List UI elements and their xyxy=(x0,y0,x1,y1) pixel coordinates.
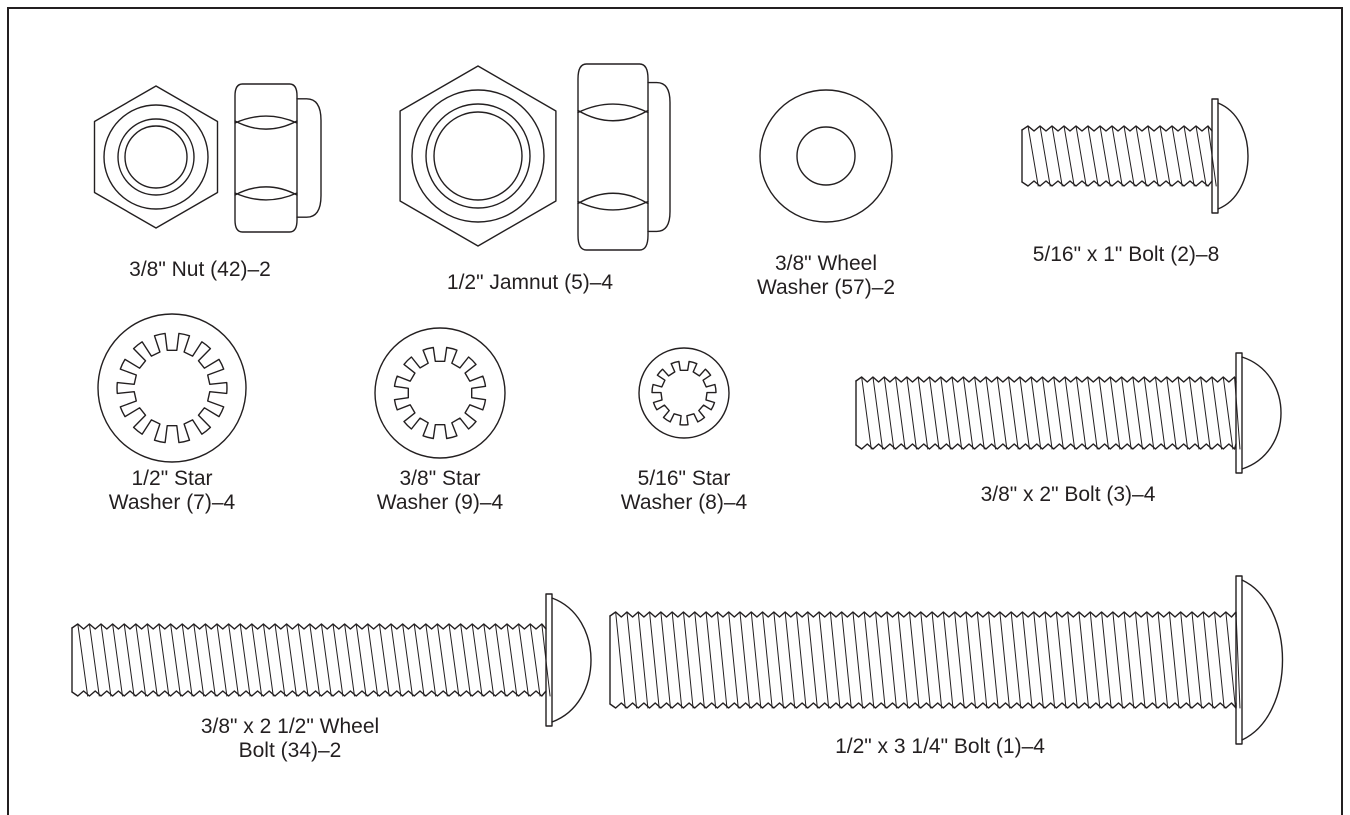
part-label-bolt-38x2: 3/8" x 2" Bolt (3)–4 xyxy=(980,483,1156,506)
part-label-bolt-12x3-14: 1/2" x 3 1/4" Bolt (1)–4 xyxy=(835,735,1045,758)
bolt-38x2-icon xyxy=(855,352,1282,474)
jamnut-12-top-view xyxy=(399,65,557,247)
nut-38-side-view xyxy=(234,83,322,233)
bolt-12x3-14-icon xyxy=(609,575,1284,745)
wheel-bolt-38x2-12-icon xyxy=(71,593,592,727)
part-label-nut-38: 3/8" Nut (42)–2 xyxy=(129,258,271,281)
star-washer-12-icon xyxy=(97,313,247,463)
wheel-washer-38-icon xyxy=(759,89,893,223)
star-washer-516-icon xyxy=(638,347,730,439)
part-label-bolt-516x1: 5/16" x 1" Bolt (2)–8 xyxy=(1032,243,1220,266)
part-label-jamnut-12: 1/2" Jamnut (5)–4 xyxy=(446,271,614,294)
nut-38-top-view xyxy=(93,85,219,229)
bolt-516x1-icon xyxy=(1021,98,1249,214)
star-washer-38-icon xyxy=(374,327,506,459)
jamnut-12-side-view xyxy=(577,63,671,251)
diagram-frame xyxy=(7,7,1343,815)
